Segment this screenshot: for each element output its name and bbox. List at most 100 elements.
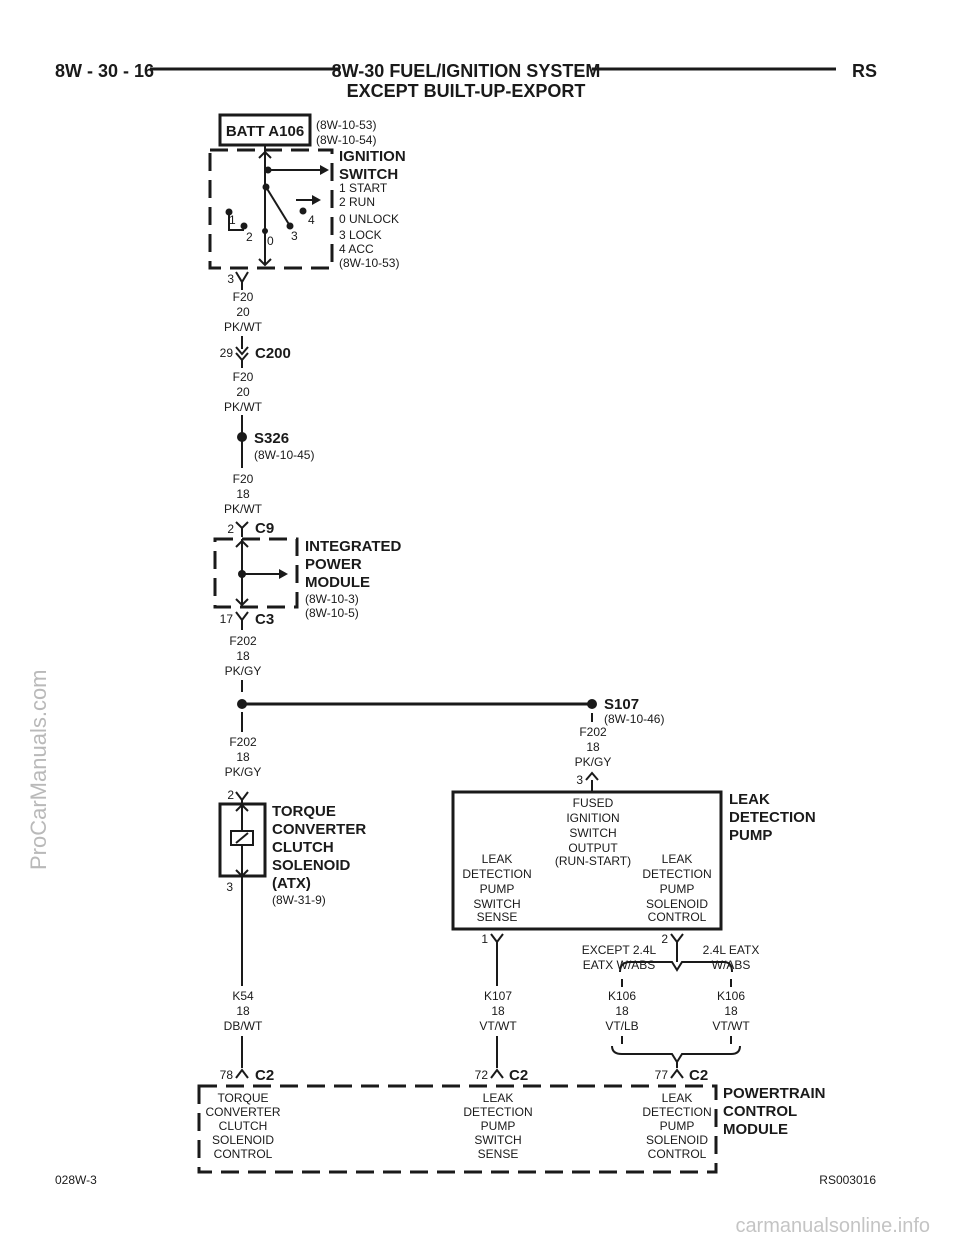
tcc-name-1: TORQUE — [272, 803, 336, 820]
wire-f202-a-color: PK/GY — [225, 664, 262, 678]
pcm-solenoid-func-5: CONTROL — [648, 1147, 707, 1161]
ldp-sense-1: LEAK — [482, 852, 513, 866]
wire-f20-a-circuit: F20 — [233, 290, 254, 304]
ldp-input-pin: 3 — [576, 773, 583, 787]
pcm-sense-func-4: SWITCH — [474, 1133, 521, 1147]
batt-ref-2: (8W-10-54) — [316, 133, 376, 147]
wire-k54-color: DB/WT — [224, 1019, 263, 1033]
ldp-sense-2: DETECTION — [462, 867, 531, 881]
tcc-arrow-in — [235, 803, 249, 812]
ldp-solenoid-5: CONTROL — [648, 910, 707, 924]
pcm-name-3: MODULE — [723, 1121, 788, 1138]
ldp-fused-2: IGNITION — [566, 811, 619, 825]
ipm-name-1: INTEGRATED — [305, 538, 402, 555]
ipm-output-connector: C3 — [255, 611, 274, 628]
ipm-output-pin: 17 — [220, 612, 234, 626]
c200-name: C200 — [255, 345, 291, 362]
contact-number-2: 2 — [246, 230, 253, 244]
pcm-tcc-func-1: TORQUE — [217, 1091, 268, 1105]
wire-k54-circuit: K54 — [232, 989, 254, 1003]
s326-ref: (8W-10-45) — [254, 448, 314, 462]
ldp-sense-5: SENSE — [477, 910, 518, 924]
ipm-input-connector: C9 — [255, 520, 274, 537]
ipm-input-terminal — [235, 521, 249, 530]
footer-right-code: RS003016 — [819, 1173, 876, 1187]
tcc-name-2: CONVERTER — [272, 821, 366, 838]
wire-f20-b-gauge: 20 — [236, 385, 250, 399]
s326-name: S326 — [254, 430, 289, 447]
pcm-solenoid-func-2: DETECTION — [642, 1105, 711, 1119]
wire-f202-a-circuit: F202 — [229, 634, 257, 648]
s107-ref: (8W-10-46) — [604, 712, 664, 726]
wire-k107-gauge: 18 — [491, 1004, 505, 1018]
ipm-output-terminal — [235, 611, 249, 622]
wire-f20-b-color: PK/WT — [224, 400, 263, 414]
ignition-output-terminal — [235, 271, 249, 284]
tcc-coil-slash — [235, 832, 249, 844]
contact-number-3: 3 — [291, 229, 298, 243]
pcm-pin-solenoid: 77 — [655, 1068, 669, 1082]
pcm-sense-terminal — [490, 1068, 504, 1079]
ignition-arrow-in — [258, 150, 272, 159]
ldp-input-terminal — [585, 771, 599, 781]
ldp-solenoid-1: LEAK — [662, 852, 693, 866]
pcm-connector-3: C2 — [689, 1067, 708, 1084]
batt-ref-1: (8W-10-53) — [316, 118, 376, 132]
wire-k106-a-circuit: K106 — [608, 989, 636, 1003]
model-code: RS — [852, 61, 877, 81]
wire-f20-c-gauge: 18 — [236, 487, 250, 501]
pcm-connector-2: C2 — [509, 1067, 528, 1084]
wire-k106-b-circuit: K106 — [717, 989, 745, 1003]
ldp-solenoid-3: PUMP — [660, 882, 695, 896]
ignition-switch-name-1: IGNITION — [339, 148, 406, 165]
pcm-box — [197, 1084, 718, 1174]
wire-k106-b-color: VT/WT — [712, 1019, 750, 1033]
ignition-switch-box — [208, 148, 334, 270]
wire-f20-b-circuit: F20 — [233, 370, 254, 384]
wire-k106-a-color: VT/LB — [605, 1019, 638, 1033]
s107-splice — [587, 699, 597, 709]
pcm-sense-func-1: LEAK — [483, 1091, 514, 1105]
contact-number-4: 4 — [308, 213, 315, 227]
ldp-fused-4: OUTPUT — [568, 841, 618, 855]
ldp-name-3: PUMP — [729, 827, 772, 844]
pcm-solenoid-func-1: LEAK — [662, 1091, 693, 1105]
wire-k107-color: VT/WT — [479, 1019, 517, 1033]
ldp-sense-3: PUMP — [480, 882, 515, 896]
pcm-tcc-func-2: CONVERTER — [205, 1105, 280, 1119]
ldp-sense-4: SWITCH — [473, 897, 520, 911]
ldp-fused-5: (RUN-START) — [555, 854, 631, 868]
wire-f202-c-circuit: F202 — [579, 725, 607, 739]
pcm-name-1: POWERTRAIN — [723, 1085, 826, 1102]
ipm-internal-arrow-out — [235, 598, 249, 607]
position-run: 2 RUN — [339, 195, 375, 209]
pcm-solenoid-func-3: PUMP — [660, 1119, 695, 1133]
wire-k54-gauge: 18 — [236, 1004, 250, 1018]
ignition-contact-4 — [299, 207, 307, 215]
ldp-solenoid-4: SOLENOID — [646, 897, 708, 911]
footer-left-code: 028W-3 — [55, 1173, 97, 1187]
ipm-ref-1: (8W-10-3) — [305, 592, 359, 606]
contact-number-1: 1 — [229, 213, 236, 227]
pcm-tcc-func-5: CONTROL — [214, 1147, 273, 1161]
pcm-tcc-func-4: SOLENOID — [212, 1133, 274, 1147]
wire-k106-b-gauge: 18 — [724, 1004, 738, 1018]
ignition-contact-0 — [262, 228, 268, 234]
wire-f202-b-color: PK/GY — [225, 765, 262, 779]
pcm-sense-func-3: PUMP — [481, 1119, 516, 1133]
pcm-tcc-func-3: CLUTCH — [219, 1119, 268, 1133]
ipm-box — [213, 537, 299, 609]
contact-number-0: 0 — [267, 234, 274, 248]
s107-left-node — [237, 699, 247, 709]
ldp-solenoid-terminal — [670, 933, 684, 944]
ipm-internal-branch-arrow — [279, 569, 288, 579]
ignition-wiper — [265, 186, 291, 227]
ignition-output-pin: 3 — [227, 272, 234, 286]
wire-f202-a-gauge: 18 — [236, 649, 250, 663]
ipm-name-3: MODULE — [305, 574, 370, 591]
position-acc: 4 ACC — [339, 242, 374, 256]
wire-f202-c-gauge: 18 — [586, 740, 600, 754]
ipm-name-2: POWER — [305, 556, 362, 573]
option-right-2: W/ABS — [712, 958, 751, 972]
